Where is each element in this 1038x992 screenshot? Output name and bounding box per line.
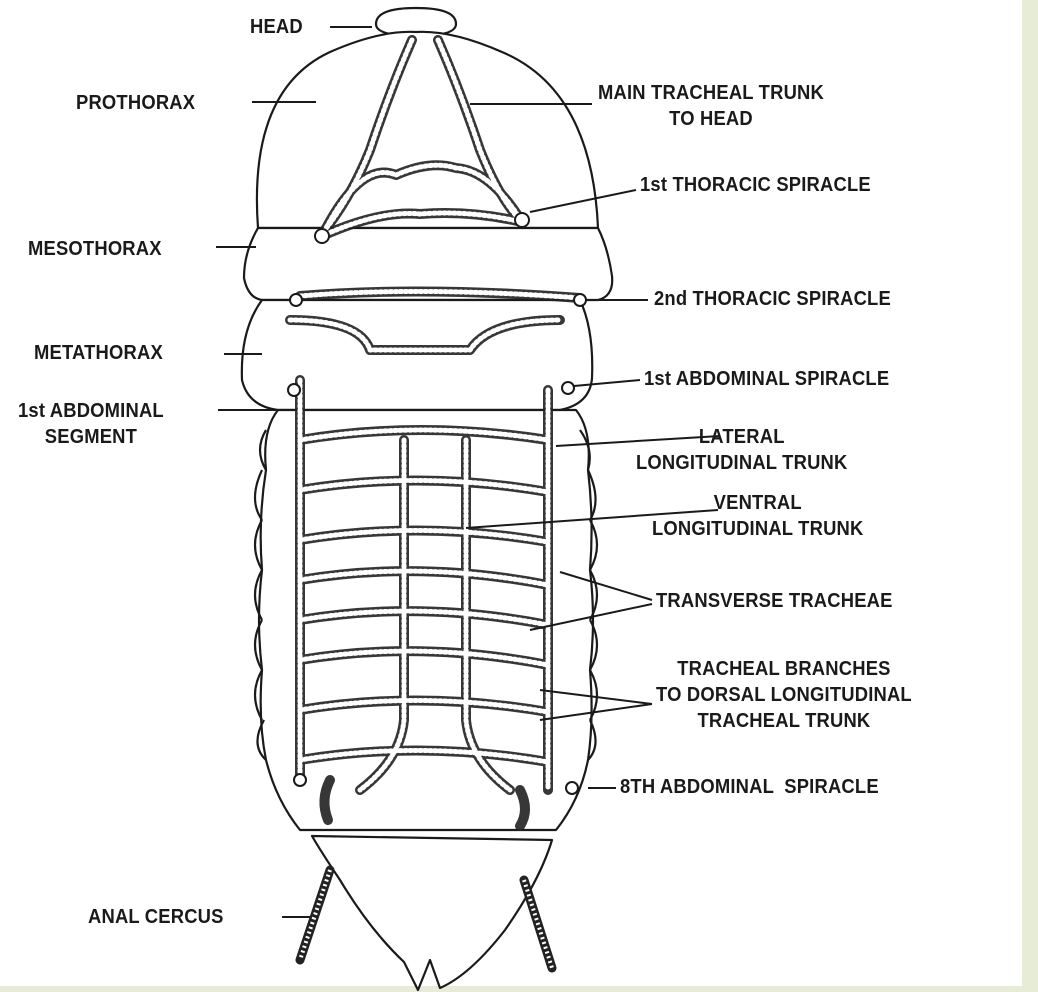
right-border [1022, 0, 1038, 992]
label-transverse-tracheae: TRANSVERSE TRACHEAE [656, 588, 893, 614]
label-1st-thoracic-spiracle: 1st THORACIC SPIRACLE [640, 172, 871, 198]
label-1st-abdominal-segment-line1: 1st ABDOMINAL [18, 398, 164, 424]
label-8th-abdominal-spiracle: 8TH ABDOMINAL SPIRACLE [620, 774, 879, 800]
posterior-cone-outline [312, 836, 552, 990]
label-branches-line2: TO DORSAL LONGITUDINAL [656, 682, 912, 708]
label-head: HEAD [250, 14, 303, 40]
label-lateral-line2: LONGITUDINAL TRUNK [636, 450, 847, 476]
label-branches-line3: TRACHEAL TRUNK [656, 708, 912, 734]
label-1st-abdominal-segment-line2: SEGMENT [18, 424, 164, 450]
label-1st-abdominal-spiracle: 1st ABDOMINAL SPIRACLE [644, 366, 889, 392]
label-anal-cercus: ANAL CERCUS [88, 904, 224, 930]
label-metathorax: METATHORAX [34, 340, 163, 366]
label-ventral-line2: LONGITUDINAL TRUNK [652, 516, 863, 542]
label-ventral-line1: VENTRAL [652, 490, 863, 516]
label-main-tracheal-trunk-line2: TO HEAD [598, 106, 824, 132]
label-prothorax: PROTHORAX [76, 90, 195, 116]
bottom-border [0, 986, 1038, 992]
prothorax-outline [257, 32, 598, 228]
label-main-tracheal-trunk-line1: MAIN TRACHEAL TRUNK [598, 80, 824, 106]
label-lateral-longitudinal-trunk: LATERAL LONGITUDINAL TRUNK [636, 424, 847, 476]
label-1st-abdominal-segment: 1st ABDOMINAL SEGMENT [18, 398, 164, 450]
label-branches-line1: TRACHEAL BRANCHES [656, 656, 912, 682]
label-tracheal-branches: TRACHEAL BRANCHES TO DORSAL LONGITUDINAL… [656, 656, 912, 734]
label-mesothorax: MESOTHORAX [28, 236, 162, 262]
label-2nd-thoracic-spiracle: 2nd THORACIC SPIRACLE [654, 286, 891, 312]
label-lateral-line1: LATERAL [636, 424, 847, 450]
label-ventral-longitudinal-trunk: VENTRAL LONGITUDINAL TRUNK [652, 490, 863, 542]
label-main-tracheal-trunk: MAIN TRACHEAL TRUNK TO HEAD [598, 80, 824, 132]
